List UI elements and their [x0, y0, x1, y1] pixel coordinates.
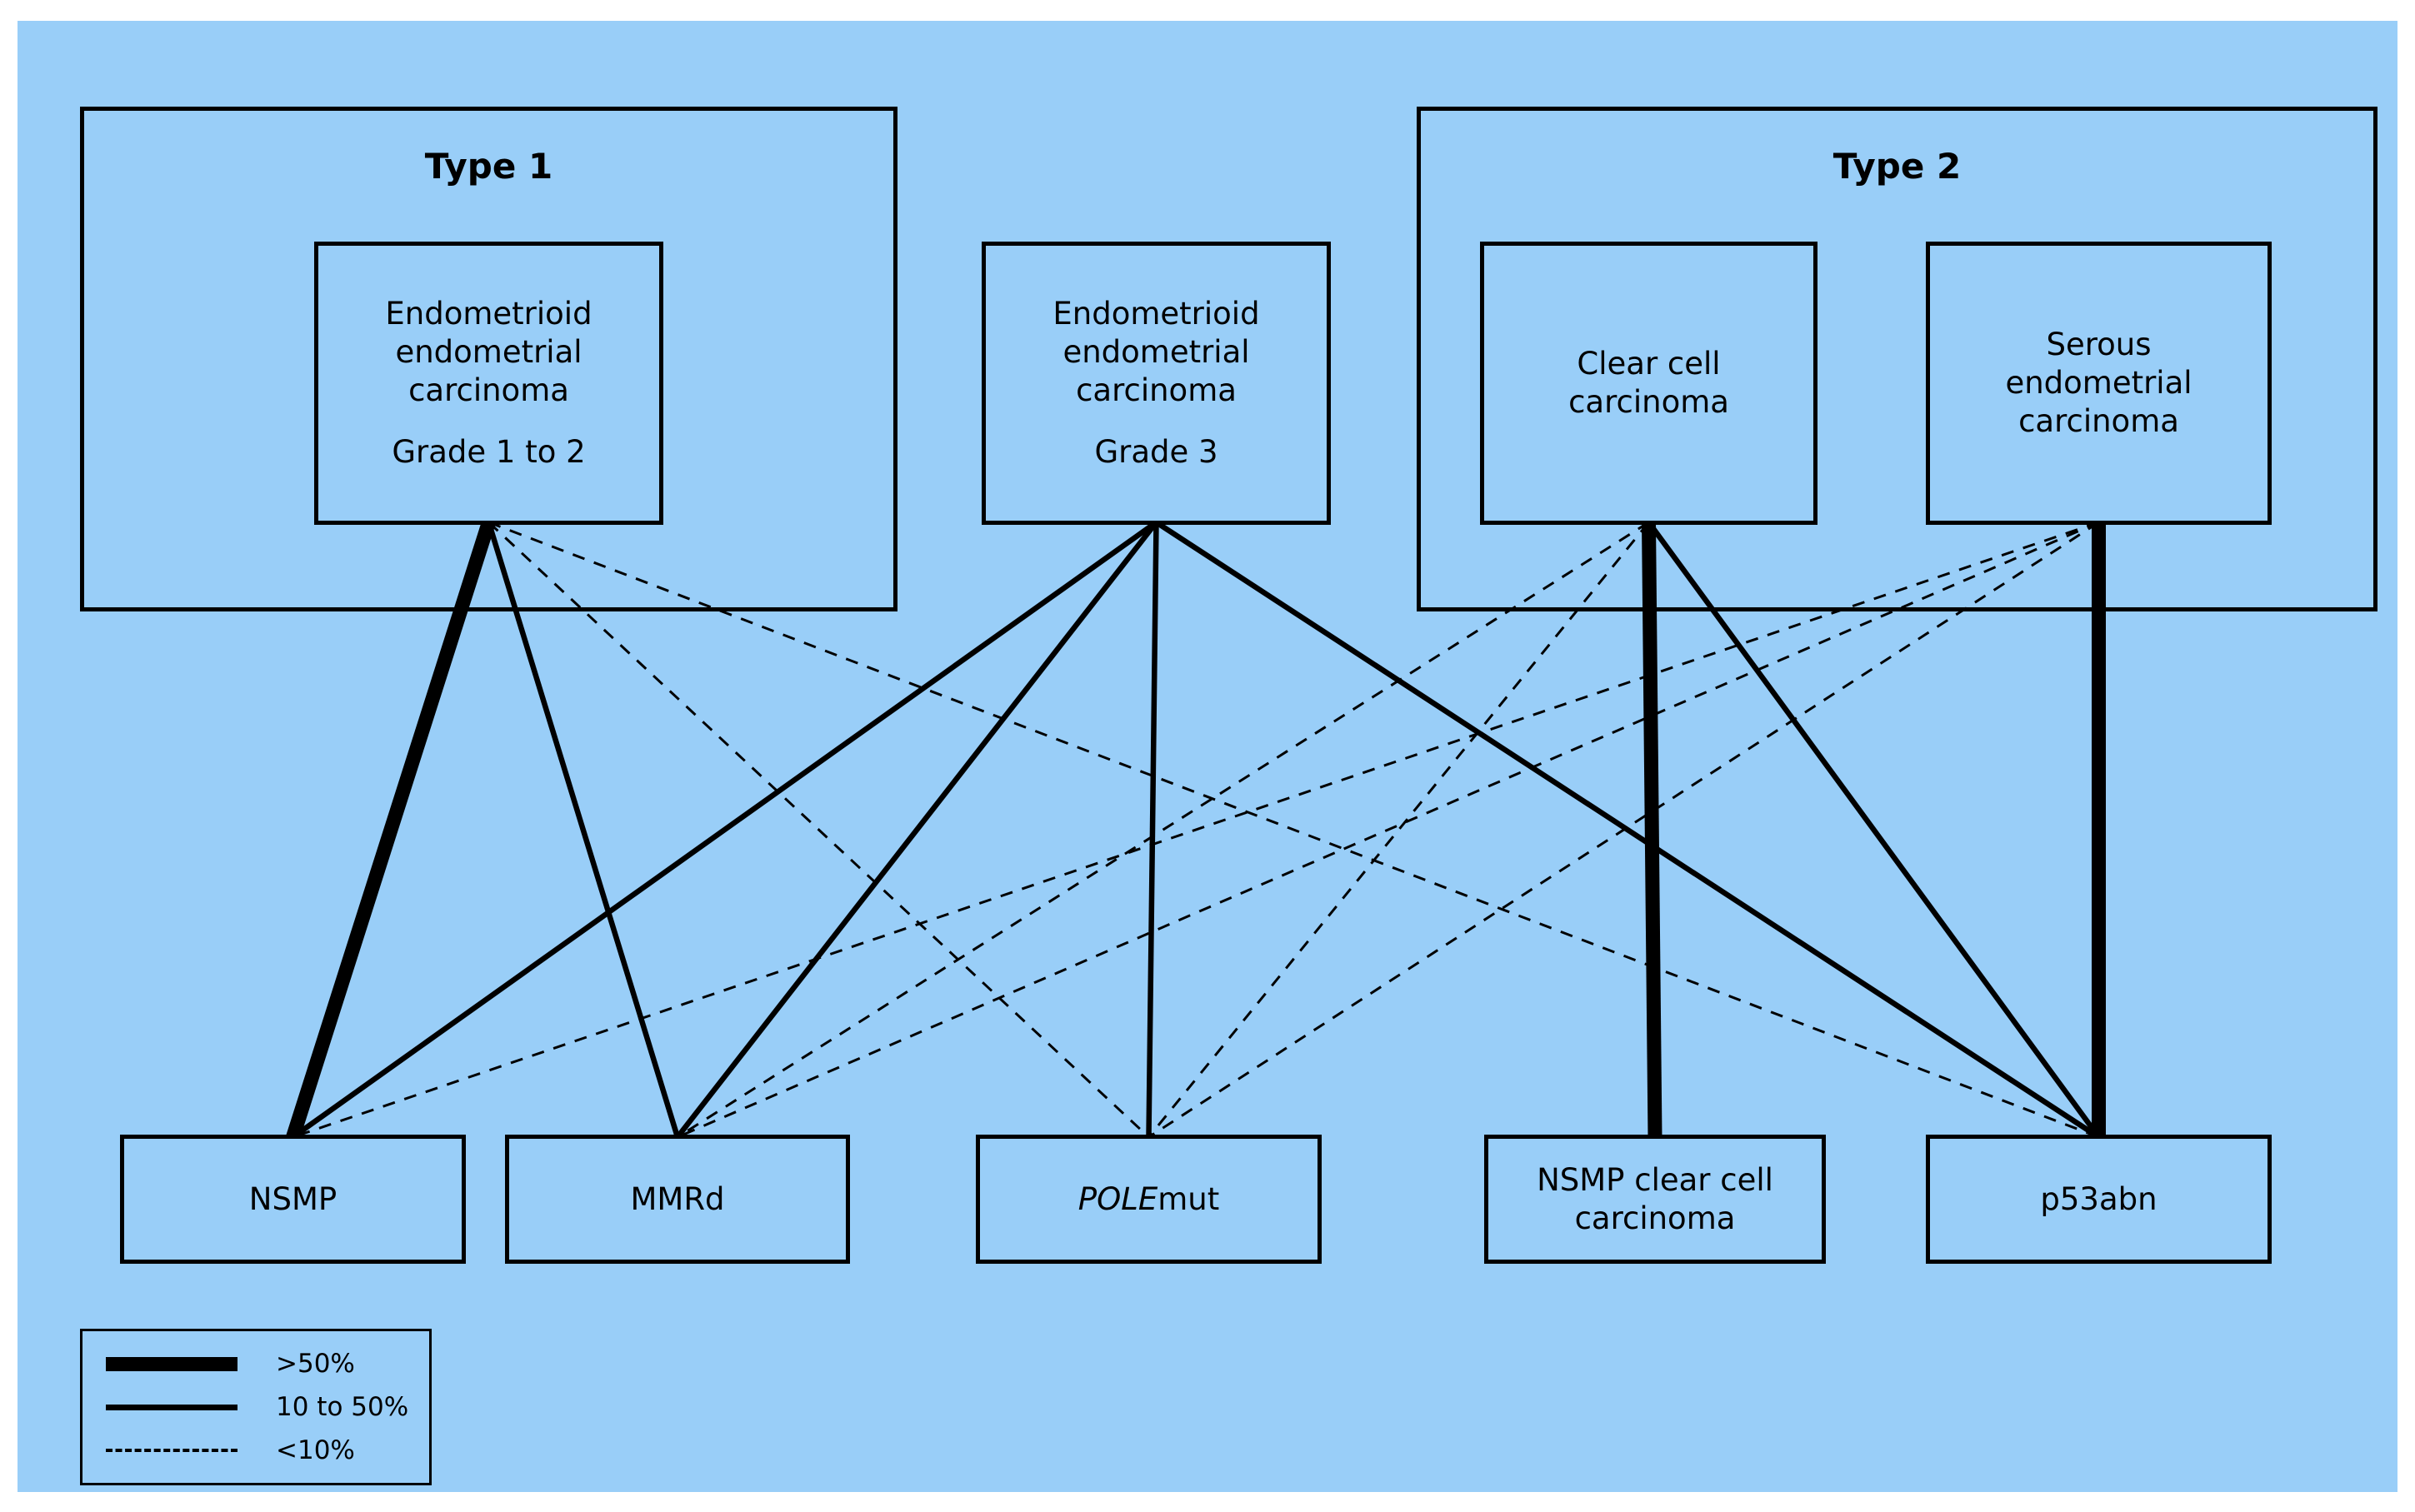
group-box-type2: Type 2 — [1417, 107, 2378, 611]
edge-g3-mmrd — [675, 521, 1159, 1139]
edge-cc-nsmpcc — [1642, 521, 1662, 1138]
thick-line-sample — [106, 1356, 238, 1371]
node-label-mmrd: MMRd — [630, 1180, 725, 1217]
legend: >50% 10 to 50% <10% — [80, 1329, 432, 1485]
edge-serous-nsmp — [292, 521, 2099, 1139]
solid-line-sample — [106, 1404, 238, 1410]
node-mmrd: MMRd — [505, 1135, 850, 1264]
legend-label: >50% — [276, 1349, 355, 1379]
edge-g3-nsmp — [291, 520, 1158, 1140]
node-p53abn: p53abn — [1926, 1135, 2272, 1264]
edge-g12-p53abn — [488, 521, 2100, 1139]
edge-cc-mmrd — [677, 521, 1650, 1139]
legend-item-10to50: 10 to 50% — [82, 1392, 429, 1422]
edge-cc-polemut — [1148, 521, 1650, 1138]
legend-label: <10% — [276, 1435, 355, 1465]
legend-item-gt50: >50% — [82, 1349, 429, 1379]
node-label-p53abn: p53abn — [2040, 1180, 2158, 1217]
node-polemut: POLEmut — [976, 1135, 1322, 1264]
node-nsmp: NSMP — [120, 1135, 466, 1264]
legend-label: 10 to 50% — [276, 1392, 409, 1422]
edge-serous-mmrd — [677, 521, 2100, 1139]
edge-g3-p53abn — [1154, 520, 2101, 1140]
edge-g12-polemut — [488, 521, 1150, 1139]
node-label-nsmp: NSMP — [248, 1180, 338, 1217]
edge-serous-polemut — [1148, 521, 2100, 1139]
group-title-type2: Type 2 — [1832, 146, 1962, 187]
edge-g3-polemut — [1146, 521, 1159, 1138]
group-title-type1: Type 1 — [424, 146, 553, 187]
edge-cc-p53abn — [1646, 521, 2102, 1139]
group-box-type1: Type 1 — [80, 107, 898, 611]
edge-g12-mmrd — [486, 521, 681, 1138]
dashed-line-sample — [106, 1449, 238, 1452]
legend-item-lt10: <10% — [82, 1435, 429, 1465]
edge-g12-nsmp — [286, 520, 496, 1140]
node-label-polemut: POLEmut — [1078, 1180, 1220, 1217]
